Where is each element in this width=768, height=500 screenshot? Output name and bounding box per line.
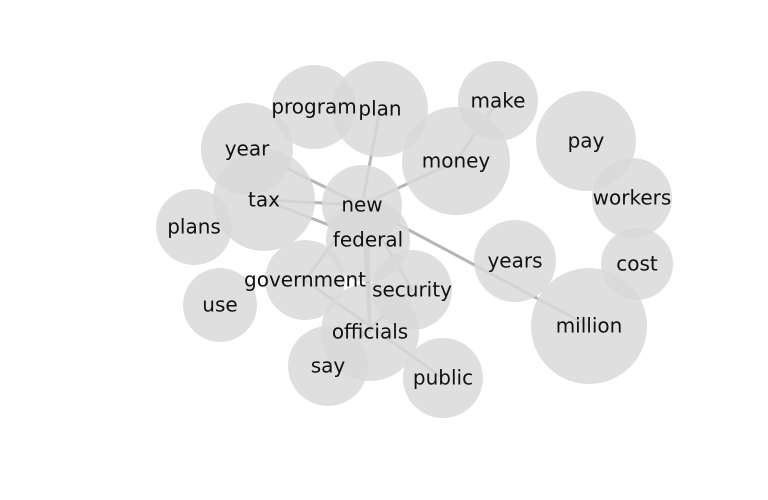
node-circle-plans: [156, 189, 232, 265]
node-government: [265, 240, 345, 320]
node-label-tax: tax: [248, 188, 280, 212]
node-label-years: years: [487, 249, 542, 273]
node-circle-plan: [332, 61, 428, 157]
node-years: [474, 220, 556, 302]
node-program: [272, 65, 356, 149]
node-label-money: money: [422, 149, 491, 173]
node-label-million: million: [556, 314, 623, 338]
node-label-government: government: [244, 268, 366, 292]
node-public: [403, 338, 483, 418]
node-label-security: security: [372, 278, 452, 302]
node-circle-workers: [592, 158, 672, 238]
node-label-cost: cost: [616, 252, 658, 276]
node-label-pay: pay: [568, 129, 605, 153]
node-label-federal: federal: [333, 228, 403, 252]
node-plan: [332, 61, 428, 157]
node-circle-years: [474, 220, 556, 302]
node-circle-use: [183, 268, 257, 342]
node-circle-money: [402, 107, 510, 215]
node-label-workers: workers: [593, 186, 672, 210]
node-tax: [213, 149, 315, 251]
node-plans: [156, 189, 232, 265]
node-label-plan: plan: [358, 97, 401, 121]
node-label-make: make: [471, 89, 526, 113]
node-circle-program: [272, 65, 356, 149]
node-money: [402, 107, 510, 215]
node-workers: [592, 158, 672, 238]
node-million: [531, 268, 647, 384]
node-label-use: use: [202, 293, 237, 317]
node-label-program: program: [271, 95, 356, 119]
node-circle-million: [531, 268, 647, 384]
node-circle-say: [288, 326, 368, 406]
node-circle-government: [265, 240, 345, 320]
node-label-new: new: [341, 193, 382, 217]
node-say: [288, 326, 368, 406]
node-label-say: say: [311, 354, 346, 378]
node-circle-tax: [213, 149, 315, 251]
node-circle-public: [403, 338, 483, 418]
node-label-plans: plans: [167, 215, 221, 239]
node-label-year: year: [225, 137, 270, 161]
node-label-public: public: [413, 366, 473, 390]
node-label-officials: officials: [332, 320, 408, 344]
node-use: [183, 268, 257, 342]
